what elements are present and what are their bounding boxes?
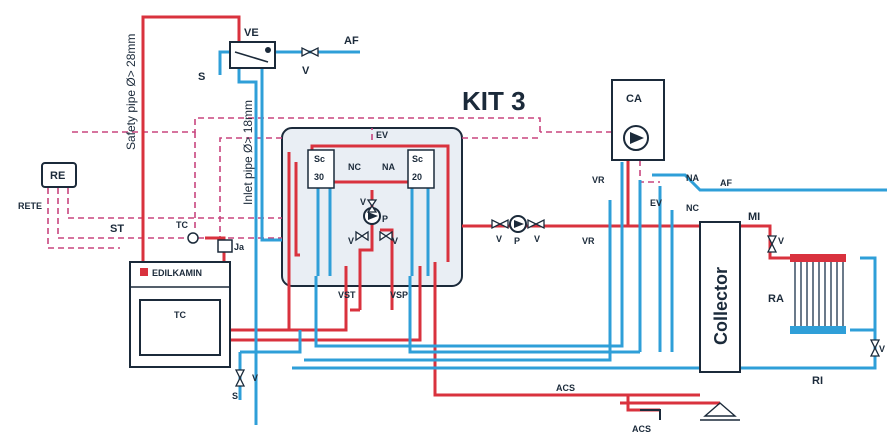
label-af-right: AF	[720, 178, 732, 188]
label-kit: KIT 3	[462, 86, 526, 116]
label-nc-right: NC	[686, 203, 699, 213]
ja-box	[217, 239, 233, 253]
label-mi: MI	[748, 211, 760, 223]
label-acs-mid: ACS	[556, 383, 575, 393]
radiator	[790, 254, 846, 334]
label-vsp: VSP	[390, 290, 408, 300]
label-af-top: AF	[344, 35, 359, 47]
label-vst: VST	[338, 290, 356, 300]
label-sc20-b: 20	[412, 172, 422, 182]
label-re: RE	[50, 170, 65, 182]
label-v-kit-left: V	[348, 236, 354, 246]
label-ca: CA	[626, 93, 642, 105]
label-nc-left: NC	[348, 162, 361, 172]
label-inlet-pipe: Inlet pipe Ø> 18mm	[241, 100, 255, 205]
collector	[699, 221, 741, 373]
tc-sensor	[187, 232, 199, 244]
label-ev-right: EV	[650, 198, 662, 208]
label-tc-sensor: TC	[176, 220, 188, 230]
label-s-top: S	[198, 71, 205, 83]
cold-pipes	[218, 50, 887, 425]
label-sc30-a: Sc	[314, 154, 325, 164]
sc30-exchanger	[307, 149, 335, 189]
tap-icon	[640, 409, 661, 420]
label-v-top: V	[302, 65, 310, 77]
sc20-exchanger	[407, 149, 435, 189]
ground-symbol	[700, 402, 740, 421]
label-rete: RETE	[18, 201, 42, 211]
label-ev-top: EV	[376, 130, 388, 140]
label-na-left: NA	[382, 162, 395, 172]
label-sc30-b: 30	[314, 172, 324, 182]
label-v-mid2: V	[534, 234, 540, 244]
label-ri: RI	[812, 375, 823, 387]
label-v-mi: V	[778, 236, 784, 246]
label-v-kit-upper: V	[360, 197, 366, 207]
label-ja: Ja	[234, 242, 245, 252]
boiler	[129, 261, 231, 368]
label-acs-bottom: ACS	[632, 424, 651, 434]
label-v-mid1: V	[496, 234, 502, 244]
re-controller	[41, 162, 77, 188]
valves	[234, 46, 881, 387]
collector-label: Collector	[711, 267, 731, 345]
label-brand: EDILKAMIN	[152, 268, 202, 278]
label-sc20-a: Sc	[412, 154, 423, 164]
label-vr-top: VR	[592, 175, 605, 185]
label-vr-mid: VR	[582, 236, 595, 246]
label-v-bottom: V	[252, 373, 258, 383]
label-st: ST	[110, 223, 124, 235]
ca-unit	[611, 79, 665, 161]
ve-tank	[229, 41, 276, 69]
label-v-ri: V	[879, 344, 885, 354]
label-ve: VE	[244, 27, 259, 39]
label-ra: RA	[768, 293, 784, 305]
label-v-kit-right: V	[392, 236, 398, 246]
label-na-right: NA	[686, 173, 699, 183]
label-s-bottom: S	[232, 391, 238, 401]
label-p-kit: P	[382, 214, 388, 224]
label-p-mid: P	[514, 236, 520, 246]
label-safety-pipe: Safety pipe Ø> 28mm	[124, 34, 138, 150]
label-tc-boiler: TC	[174, 310, 186, 320]
